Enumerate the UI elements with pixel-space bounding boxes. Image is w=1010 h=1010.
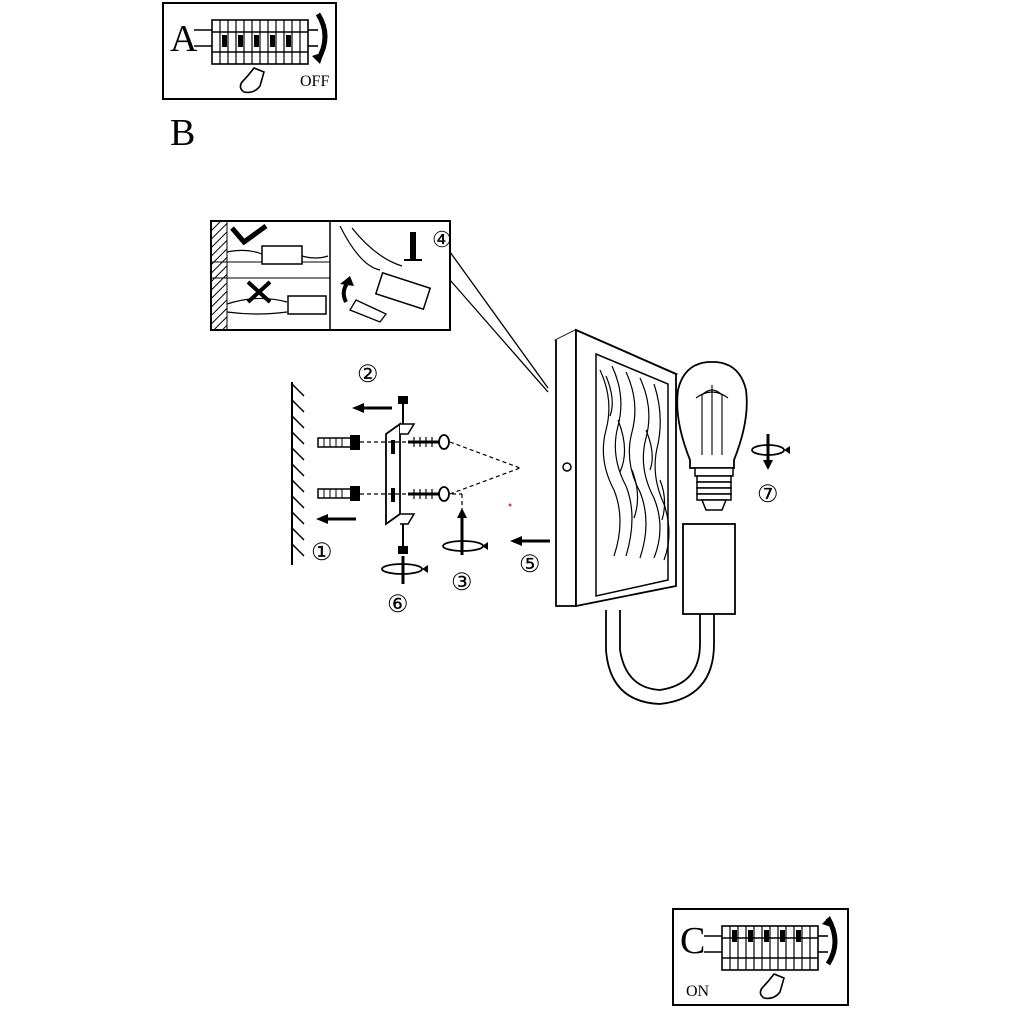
step-7-label: ⑦ [757, 480, 779, 508]
panel-a-state-label: OFF [300, 73, 330, 90]
step-1-label: ① [311, 538, 333, 566]
alignment-lines [360, 441, 521, 512]
rotate-arrow-icon [312, 12, 328, 64]
panel-a-letter: A [170, 18, 198, 60]
screw-bottom [408, 486, 450, 502]
lamp-wall-plate [553, 328, 679, 608]
edison-bulb [676, 361, 748, 511]
rotate-screw-icon-3 [442, 508, 488, 555]
step-3-label: ③ [451, 568, 473, 596]
marker-dot [508, 503, 512, 507]
arrow-left-top [352, 403, 392, 413]
panel-c-power-on: C ON [672, 908, 849, 1006]
panel-c-state-label: ON [686, 983, 710, 1000]
step-5-label: ⑤ [519, 550, 541, 578]
breaker-switch-icon [704, 925, 828, 1000]
wall-plug-top [317, 435, 360, 450]
step-2-label: ② [357, 360, 379, 388]
arrow-left-bottom [316, 514, 356, 524]
rotate-arrow-icon [822, 916, 838, 966]
wall-plug-bottom [317, 486, 360, 501]
step-6-label: ⑥ [387, 590, 409, 618]
mounting-bracket [385, 396, 416, 554]
rotate-bulb-icon-7 [751, 434, 790, 470]
section-b-letter: B [170, 112, 196, 154]
lamp-holder [605, 523, 736, 705]
rotate-screw-icon-6 [381, 556, 428, 584]
screw-top [408, 434, 450, 450]
panel-a-power-off: A OFF [162, 2, 337, 100]
arrow-left-5 [510, 536, 550, 546]
breaker-switch-icon [194, 19, 318, 94]
step-4-label: ④ [432, 228, 452, 253]
wall [291, 382, 305, 565]
panel-c-letter: C [680, 920, 706, 962]
wiring-detail-inset [210, 220, 451, 331]
